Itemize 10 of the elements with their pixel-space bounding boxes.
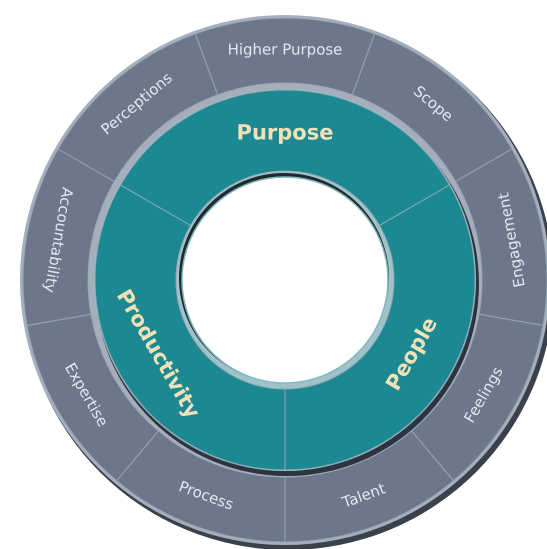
- ring-segment: [194, 18, 376, 96]
- ring-segment: [455, 148, 547, 326]
- ring-segment: [352, 33, 512, 182]
- segment-label: Talent: [340, 481, 388, 511]
- ring-segment: [116, 430, 286, 542]
- segment-label: Purpose: [236, 122, 334, 144]
- ring-segment: [22, 148, 115, 326]
- ring-segment: [58, 33, 218, 182]
- segment-label: Higher Purpose: [228, 42, 342, 58]
- ring-segment: [284, 430, 454, 542]
